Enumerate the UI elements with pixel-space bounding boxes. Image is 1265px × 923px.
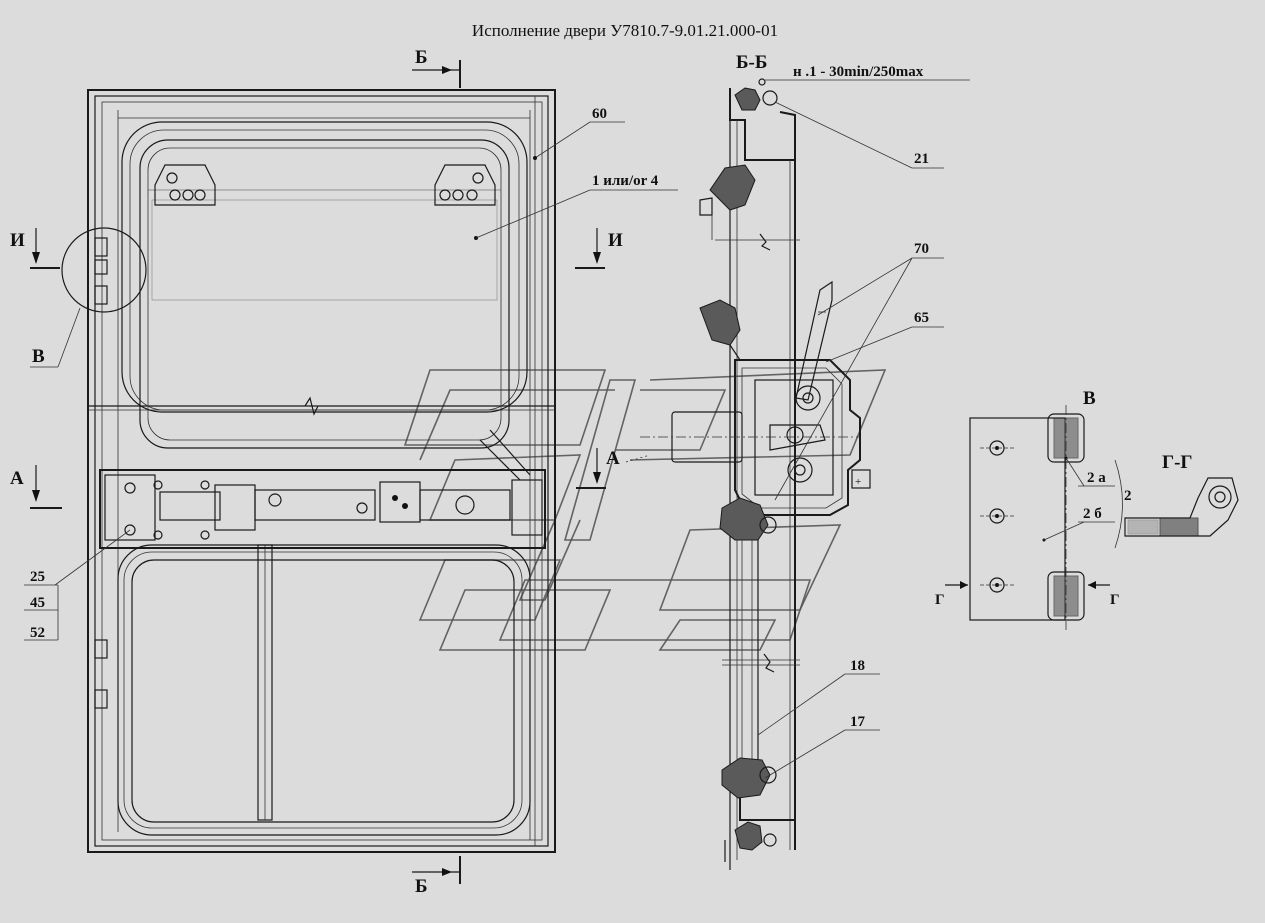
- section-mark-i-right: И: [575, 228, 623, 269]
- svg-text:Г-Г: Г-Г: [1162, 452, 1193, 473]
- detail-circle-v: [61, 227, 147, 313]
- callout-25-45-52: 25 45 52: [24, 529, 131, 641]
- callout-17: 17: [764, 714, 880, 779]
- svg-text:И: И: [10, 230, 25, 251]
- callout-18: 18: [757, 658, 880, 736]
- svg-text:Б: Б: [415, 876, 428, 897]
- svg-text:52: 52: [30, 625, 45, 641]
- section-mark-i-left: И: [10, 228, 60, 269]
- svg-text:65: 65: [914, 310, 929, 326]
- svg-text:В: В: [32, 346, 45, 367]
- svg-text:Г: Г: [1110, 592, 1120, 608]
- svg-text:45: 45: [30, 595, 45, 611]
- svg-text:60: 60: [592, 106, 607, 122]
- callout-v-left: В: [30, 307, 81, 368]
- svg-text:1 или/or 4: 1 или/or 4: [592, 173, 659, 189]
- svg-text:2: 2: [1124, 488, 1132, 504]
- plus-mark: +: [855, 476, 861, 488]
- svg-text:2 б: 2 б: [1083, 506, 1102, 522]
- callout-1or4: 1 или/or 4: [475, 173, 678, 239]
- svg-text:Г: Г: [935, 592, 945, 608]
- watermark-logo: [403, 369, 887, 651]
- svg-text:В: В: [1083, 388, 1096, 409]
- svg-text:Б-Б: Б-Б: [736, 52, 767, 73]
- svg-text:25: 25: [30, 569, 45, 585]
- upper-window-hinge-right: [434, 164, 496, 206]
- callout-70: 70: [774, 241, 944, 501]
- upper-window-hinge-left: [154, 164, 216, 206]
- door-front-view: [61, 89, 556, 853]
- door-side-hinges: [87, 237, 108, 709]
- svg-text:18: 18: [850, 658, 865, 674]
- section-mark-a-left: А: [10, 465, 62, 509]
- svg-text:21: 21: [914, 151, 929, 167]
- drawing-title: Исполнение двери У7810.7-9.01.21.000-01: [472, 21, 778, 40]
- svg-text:17: 17: [850, 714, 866, 730]
- svg-text:Б: Б: [415, 47, 428, 68]
- section-mark-b-bottom: Б: [412, 856, 461, 897]
- section-mark-a-mid: А: [576, 448, 651, 489]
- section-bb-view: Б-Б н .1 - 30min/250max: [640, 52, 970, 870]
- svg-text:70: 70: [914, 241, 929, 257]
- detail-v-view: В Г Г: [935, 388, 1120, 630]
- svg-text:А: А: [606, 448, 620, 469]
- callout-65: 65: [825, 310, 944, 363]
- callout-60: 60: [533, 106, 625, 160]
- torque-note: н .1 - 30min/250max: [793, 64, 924, 80]
- section-mark-b-top: Б: [412, 47, 461, 88]
- svg-text:И: И: [608, 230, 623, 251]
- callout-21: 21: [774, 101, 944, 169]
- section-gg-view: Г-Г: [1124, 452, 1239, 537]
- door-lock-mechanism: [99, 429, 546, 549]
- lock-housing-section: +: [640, 280, 871, 516]
- svg-text:А: А: [10, 468, 24, 489]
- svg-text:2 а: 2 а: [1087, 470, 1106, 486]
- callout-2: 2 а 2 б 2: [1043, 457, 1132, 549]
